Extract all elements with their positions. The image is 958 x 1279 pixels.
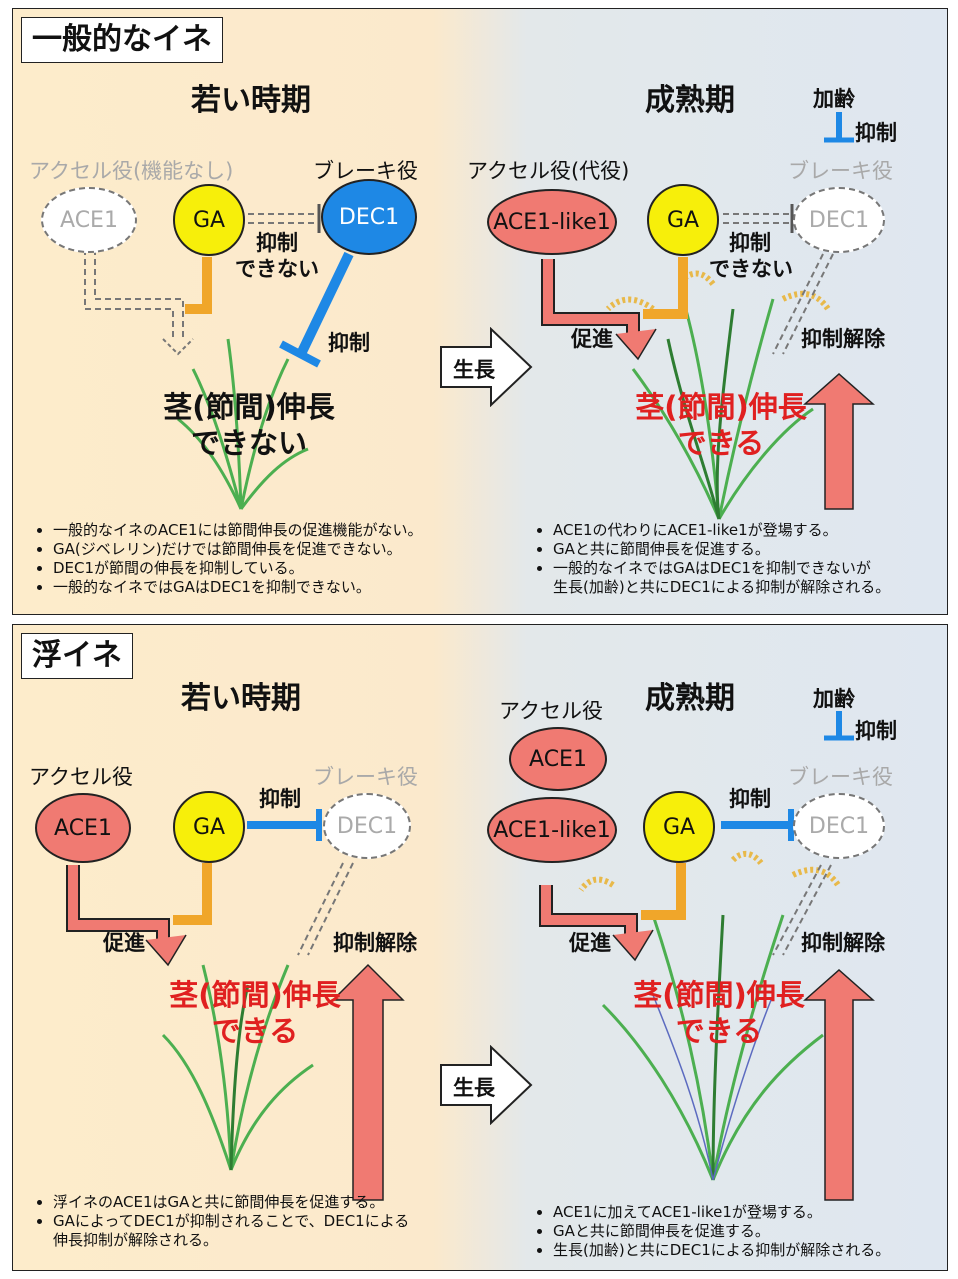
note-item: 伸長抑制が解除される。 [53, 1231, 219, 1249]
ga-orange-link [185, 257, 212, 314]
mature-plant-illustration [578, 850, 841, 1181]
result-line-2-right: できる [677, 426, 765, 460]
result-line-1-right: 茎(節間)伸長 [635, 390, 807, 424]
result-line-2-right: できる [675, 1014, 763, 1048]
note-item: GAと共に節間伸長を促進する。 [553, 540, 890, 559]
release-label-right: 抑制解除 [801, 931, 885, 955]
aging-label: 加齢 [813, 87, 855, 111]
note-item: 生長(加齢)と共にDEC1による抑制が解除される。 [553, 578, 891, 596]
dec1-inhibit-line [296, 251, 354, 357]
accel-role-label: アクセル役(機能なし) [29, 159, 234, 183]
suppress-label-right: 抑制 [729, 787, 771, 811]
ace1-like1-node: ACE1-like1 [487, 797, 617, 863]
notes-right: ACE1に加えてACE1-like1が登場する。 GAと共に節間伸長を促進する。… [531, 1203, 890, 1260]
brake-role-label: ブレーキ役 [313, 765, 418, 789]
brake-role-label-right: ブレーキ役 [788, 159, 893, 183]
promote-label: 促進 [103, 931, 145, 955]
note-item: 浮イネのACE1はGAと共に節間伸長を促進する。 [53, 1193, 409, 1212]
ace1-like1-node: ACE1-like1 [487, 189, 617, 255]
mature-plant-illustration [605, 270, 831, 520]
dec1-node: DEC1 [323, 793, 411, 859]
panel-floating-rice: 浮イネ 若い時期 成熟期 アクセル役 ブレーキ役 ACE1 GA DEC1 抑制… [12, 624, 948, 1271]
up-arrow-left [331, 963, 405, 1201]
ga-node: GA [173, 184, 245, 256]
note-item: GAと共に節間伸長を促進する。 [553, 1222, 890, 1241]
ga-node-right: GA [643, 791, 715, 863]
growth-label: 生長 [453, 358, 495, 382]
panel-title: 一般的なイネ [21, 17, 223, 63]
notes-right: ACE1の代わりにACE1-like1が登場する。 GAと共に節間伸長を促進する… [531, 521, 890, 597]
notes-left: 浮イネのACE1はGAと共に節間伸長を促進する。 GAによってDEC1が抑制され… [31, 1193, 409, 1250]
promote-label: 促進 [571, 327, 613, 351]
note-item: 一般的なイネではGAはDEC1を抑制できないが [553, 559, 890, 578]
cannot-suppress-label-1: 抑制 [256, 231, 298, 255]
ga-node-right: GA [647, 184, 719, 256]
brake-role-label-right: ブレーキ役 [788, 765, 893, 789]
up-arrow-right [803, 968, 875, 1201]
note-item: ACE1の代わりにACE1-like1が登場する。 [553, 521, 890, 540]
note-item: ACE1に加えてACE1-like1が登場する。 [553, 1203, 890, 1222]
result-line-1-right: 茎(節間)伸長 [633, 978, 805, 1012]
note-item: 一般的なイネではGAはDEC1を抑制できない。 [53, 578, 423, 597]
aging-suppress-label: 抑制 [855, 121, 897, 145]
panel2-diagram-lines [66, 711, 875, 1201]
notes-left: 一般的なイネのACE1には節間伸長の促進機能がない。 GA(ジベレリン)だけでは… [31, 521, 423, 597]
growth-arrow: 生長 [439, 326, 534, 408]
note-item: 生長(加齢)と共にDEC1による抑制が解除される。 [553, 1241, 890, 1260]
cannot-suppress-label-right-2: できない [709, 257, 793, 281]
ace1-red-link [68, 865, 168, 945]
mature-stage-heading: 成熟期 [645, 681, 735, 716]
ace1-dashed-link [84, 249, 174, 339]
panel-normal-rice: 一般的なイネ 若い時期 成熟期 アクセル役(機能なし) ブレーキ役 ACE1 G… [12, 8, 948, 615]
cannot-suppress-label-right-1: 抑制 [729, 231, 771, 255]
note-item: DEC1が節間の伸長を抑制している。 [53, 559, 423, 578]
dec1-node-right: DEC1 [793, 187, 885, 253]
result-line-1: 茎(節間)伸長 [169, 978, 341, 1012]
young-plant-illustration [177, 338, 309, 510]
note-item: GA(ジベレリン)だけでは節間伸長を促進できない。 [53, 540, 423, 559]
panel1-diagram-lines [84, 112, 875, 520]
up-arrow-growth [803, 372, 875, 510]
release-label: 抑制解除 [333, 931, 417, 955]
ace1-node-right: ACE1 [509, 727, 607, 791]
growth-arrow: 生長 [439, 1044, 534, 1126]
result-line-1: 茎(節間)伸長 [163, 390, 335, 424]
young-stage-heading: 若い時期 [191, 83, 311, 118]
young-stage-heading: 若い時期 [181, 681, 301, 716]
accel-role-label-right: アクセル役 [499, 699, 603, 723]
note-item: GAによってDEC1が抑制されることで、DEC1による [53, 1212, 409, 1231]
ace1like-red-link [543, 259, 638, 339]
ace1-node: ACE1 [35, 793, 131, 863]
aging-label: 加齢 [813, 687, 855, 711]
mature-stage-heading: 成熟期 [645, 83, 735, 118]
dec1-node: DEC1 [321, 179, 417, 255]
release-label: 抑制解除 [801, 327, 885, 351]
ace1-node: ACE1 [41, 187, 137, 253]
cannot-suppress-label-2: できない [235, 257, 319, 281]
suppress-label: 抑制 [328, 331, 370, 355]
suppress-label: 抑制 [259, 787, 301, 811]
accel-role-label: アクセル役 [29, 765, 133, 789]
note-item: 一般的なイネのACE1には節間伸長の促進機能がない。 [53, 521, 423, 540]
ga-node: GA [173, 791, 245, 863]
dec1-node-right: DEC1 [793, 793, 885, 859]
promote-label-right: 促進 [569, 931, 611, 955]
accel-proxy-role-label: アクセル役(代役) [467, 159, 630, 183]
result-line-2: できない [190, 426, 307, 460]
result-line-2: できる [211, 1014, 299, 1048]
young-plant-illustration [161, 964, 314, 1171]
aging-suppress-label: 抑制 [855, 719, 897, 743]
growth-label: 生長 [453, 1076, 495, 1100]
panel-title: 浮イネ [21, 633, 133, 679]
